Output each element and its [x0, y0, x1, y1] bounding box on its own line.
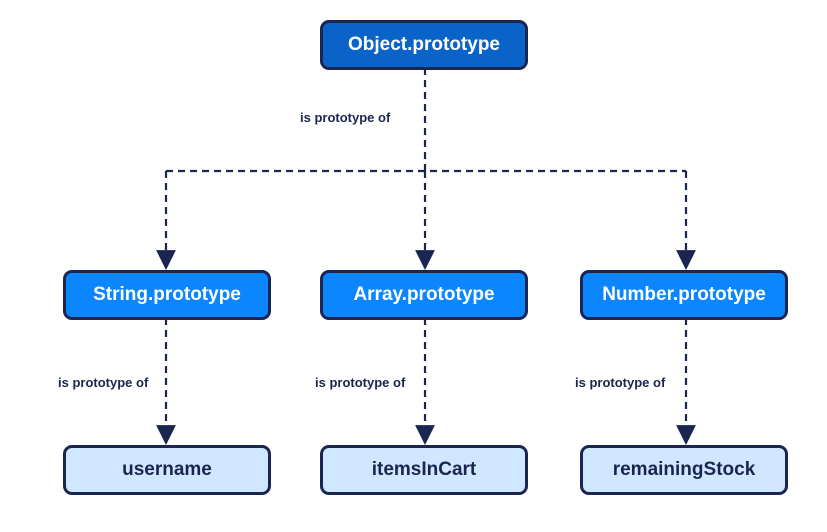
edge-label-object: is prototype of	[300, 110, 391, 125]
node-string-prototype: String.prototype	[63, 270, 271, 320]
node-number-prototype: Number.prototype	[580, 270, 788, 320]
edge-label-string: is prototype of	[58, 375, 149, 390]
edge-label-number: is prototype of	[575, 375, 666, 390]
node-object-prototype: Object.prototype	[320, 20, 528, 70]
node-username: username	[63, 445, 271, 495]
node-array-prototype: Array.prototype	[320, 270, 528, 320]
node-items-in-cart: itemsInCart	[320, 445, 528, 495]
edge-label-array: is prototype of	[315, 375, 406, 390]
node-remaining-stock: remainingStock	[580, 445, 788, 495]
